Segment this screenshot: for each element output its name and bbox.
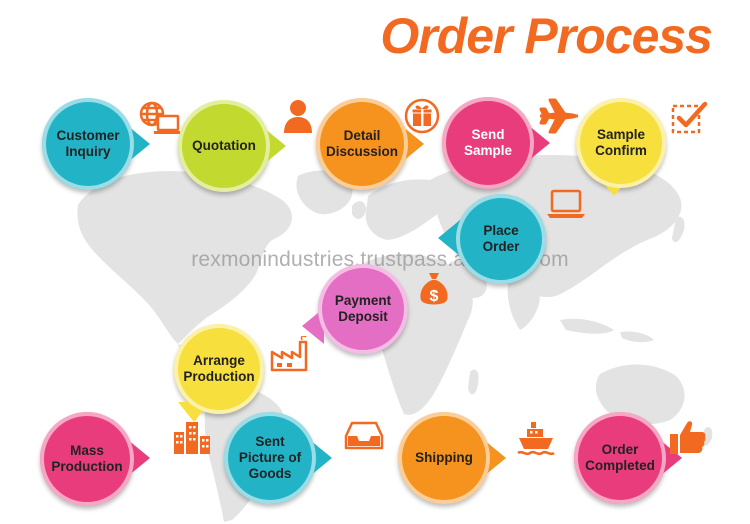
step-place-order: Place Order	[438, 194, 546, 284]
step-label: Order Completed	[585, 442, 655, 473]
gift-box-icon	[404, 98, 440, 134]
step-arrange-production: Arrange Production	[174, 324, 264, 422]
buildings-icon	[174, 422, 210, 454]
step-label: Send Sample	[463, 127, 513, 158]
factory-icon	[270, 336, 308, 372]
globe-computer-icon	[139, 101, 180, 134]
thumbs-up-icon	[670, 421, 706, 454]
step-label: Quotation	[192, 138, 256, 153]
money-bag-icon: $	[420, 273, 448, 305]
step-send-sample: Send Sample	[442, 97, 550, 189]
step-label: Place Order	[482, 223, 520, 254]
checkbox-icon	[671, 101, 708, 134]
user-icon	[284, 100, 312, 133]
step-quotation: Quotation	[178, 100, 286, 192]
step-customer-inquiry: Customer Inquiry	[42, 98, 150, 190]
ship-icon	[517, 422, 555, 456]
step-shipping: Shipping	[398, 412, 506, 504]
inbox-tray-icon	[344, 421, 384, 450]
step-label: Payment Deposit	[334, 293, 392, 324]
step-mass-production: Mass Production	[40, 412, 150, 506]
step-label: Sent Picture of Goods	[238, 434, 302, 481]
step-label: Detail Discussion	[325, 128, 399, 159]
step-label: Customer Inquiry	[56, 128, 120, 159]
step-sample-confirm: Sample Confirm	[576, 98, 666, 196]
step-label: Mass Production	[51, 443, 123, 474]
airplane-icon	[539, 98, 578, 134]
svg-text:$: $	[430, 288, 439, 305]
step-label: Arrange Production	[183, 353, 255, 384]
step-label: Sample Confirm	[595, 127, 647, 158]
step-label: Shipping	[415, 450, 473, 465]
page-title: Order Process	[380, 8, 713, 64]
step-detail-discussion: Detail Discussion	[316, 98, 424, 190]
laptop-icon	[547, 189, 585, 218]
step-sent-picture-of-goods: Sent Picture of Goods	[224, 412, 332, 504]
step-payment-deposit: Payment Deposit	[302, 264, 408, 354]
step-order-completed: Order Completed	[574, 412, 682, 504]
